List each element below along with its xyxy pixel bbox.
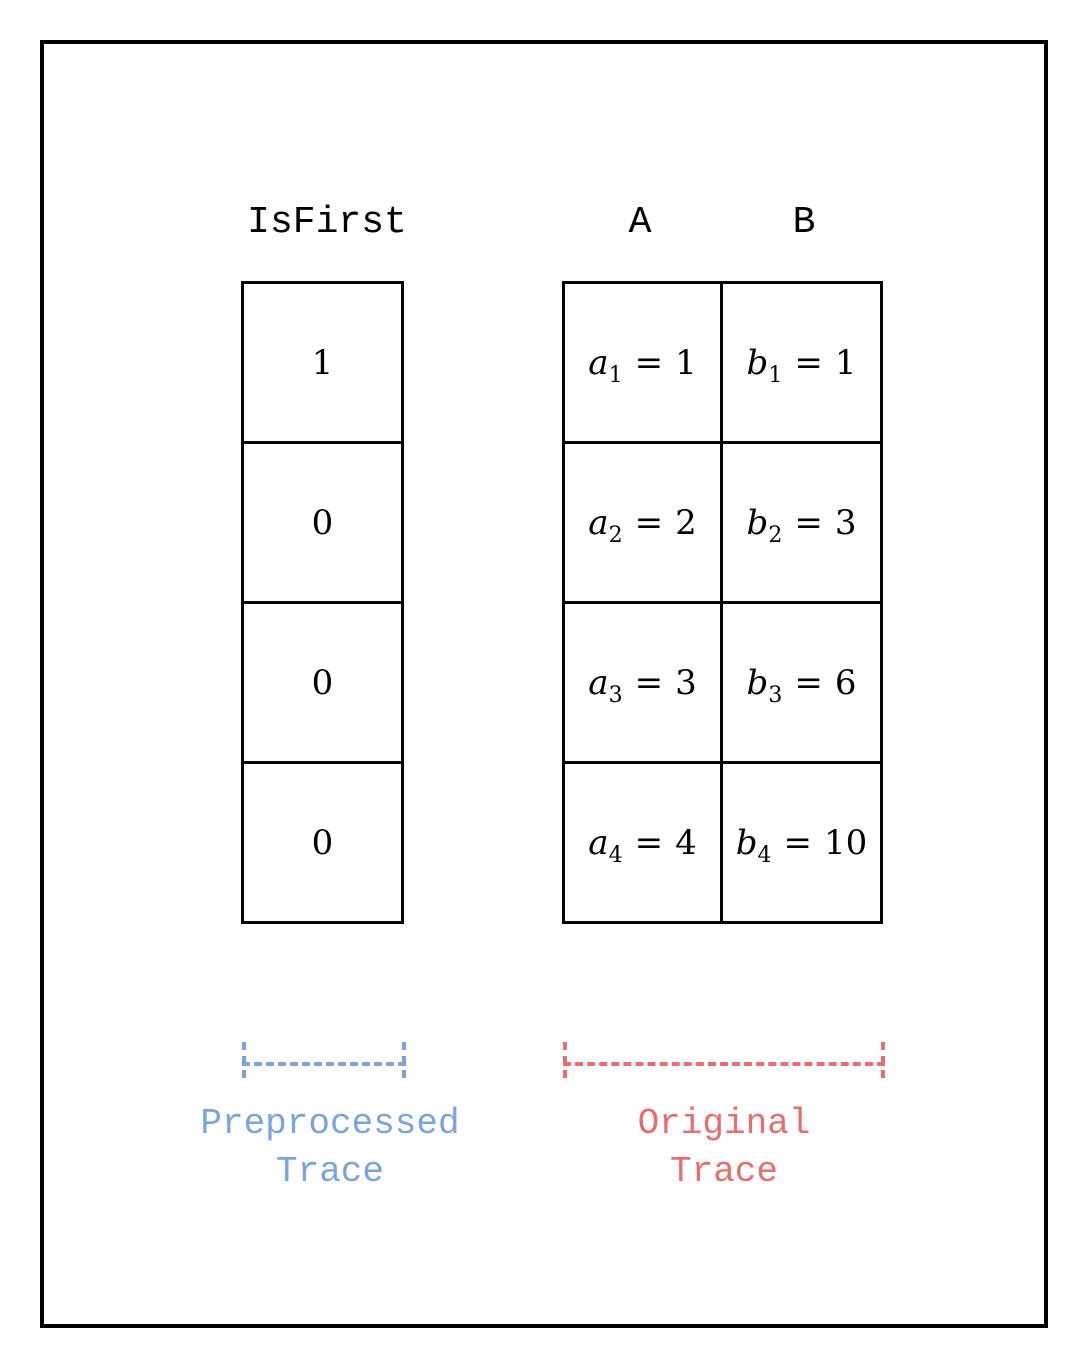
column-a-header: A (628, 201, 652, 244)
a-value: 2 (675, 502, 697, 543)
column-b-header: B (792, 201, 816, 244)
b-variable: b (735, 822, 758, 863)
preprocessed-trace-label: Preprocessed Trace (200, 1103, 460, 1192)
b-value: 6 (834, 662, 857, 703)
column-a-cell: a2=2 (562, 441, 723, 604)
b-variable: b (746, 662, 769, 703)
a-value: 3 (675, 662, 697, 703)
column-a-cell: a4=4 (562, 761, 723, 924)
a-variable: a (588, 342, 609, 383)
a-variable: a (588, 502, 609, 543)
column-a-cell: a3=3 (562, 601, 723, 764)
b-subscript: 3 (768, 682, 783, 708)
preprocessed-bracket (242, 1042, 406, 1078)
a-subscript: 2 (608, 522, 623, 548)
column-a-cell: a1=1 (562, 281, 723, 444)
b-subscript: 4 (757, 842, 772, 868)
isfirst-cell: 0 (241, 601, 404, 764)
a-value: 4 (675, 822, 697, 863)
b-variable: b (746, 342, 769, 383)
column-b-cell: b2=3 (720, 441, 883, 604)
original-bracket (563, 1042, 885, 1078)
a-subscript: 4 (608, 842, 623, 868)
isfirst-cell: 0 (241, 761, 404, 924)
b-value: 10 (824, 822, 868, 863)
b-value: 1 (834, 342, 857, 383)
a-subscript: 3 (608, 682, 623, 708)
b-subscript: 1 (768, 362, 783, 388)
column-b-cell: b3=6 (720, 601, 883, 764)
isfirst-cell: 0 (241, 441, 404, 604)
b-value: 3 (834, 502, 857, 543)
column-b-cell: b4=10 (720, 761, 883, 924)
a-variable: a (588, 662, 609, 703)
a-subscript: 1 (608, 362, 623, 388)
column-b-cell: b1=1 (720, 281, 883, 444)
a-variable: a (588, 822, 609, 863)
b-subscript: 2 (768, 522, 783, 548)
b-variable: b (746, 502, 769, 543)
a-value: 1 (675, 342, 697, 383)
diagram-frame (40, 40, 1048, 1328)
original-trace-label: Original Trace (637, 1103, 811, 1192)
isfirst-cell: 1 (241, 281, 404, 444)
isfirst-header: IsFirst (247, 201, 407, 244)
